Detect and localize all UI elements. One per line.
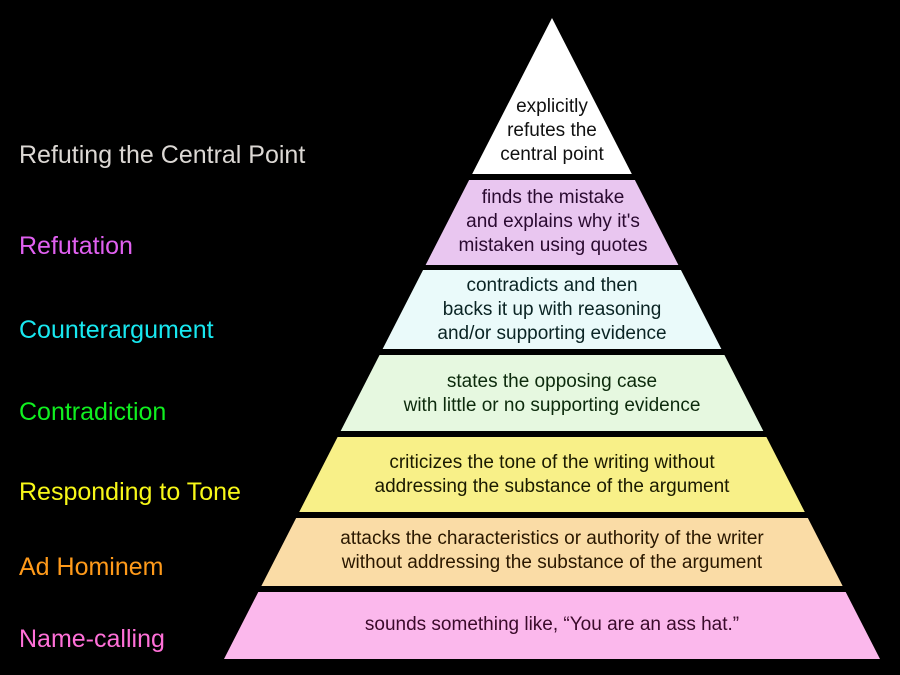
pyramid-band-counterargument — [382, 270, 722, 349]
description-line: addressing the substance of the argument — [374, 476, 730, 497]
level-label-refutation: Refutation — [19, 232, 133, 260]
pyramid-band-refutation — [425, 180, 679, 265]
level-label-refuting-central-point: Refuting the Central Point — [19, 141, 306, 169]
description-line: explicitly — [516, 96, 588, 117]
description-line: and explains why it's — [466, 211, 640, 232]
description-line: without addressing the substance of the … — [341, 552, 763, 573]
band-description-refutation: finds the mistake and explains why it's … — [458, 186, 647, 258]
band-description-contradiction: states the opposing case with little or … — [404, 370, 701, 418]
band-description-counterargument: contradicts and then backs it up with re… — [437, 274, 666, 346]
pyramid-band-name-calling — [224, 592, 880, 659]
description-line: with little or no supporting evidence — [403, 395, 701, 416]
level-label-responding-to-tone: Responding to Tone — [19, 478, 241, 506]
description-line: mistaken using quotes — [458, 235, 648, 256]
pyramid-band-responding-to-tone — [299, 437, 805, 512]
description-line: criticizes the tone of the writing witho… — [389, 452, 715, 473]
pyramid-band-refuting-central-point — [472, 18, 632, 174]
level-label-ad-hominem: Ad Hominem — [19, 553, 164, 581]
description-line: backs it up with reasoning — [442, 299, 662, 320]
description-line: states the opposing case — [446, 371, 658, 392]
level-label-counterargument: Counterargument — [19, 316, 214, 344]
pyramid-band-ad-hominem — [261, 518, 843, 586]
description-line: attacks the characteristics or authority… — [340, 528, 764, 549]
level-label-name-calling: Name-calling — [19, 625, 165, 653]
description-line: and/or supporting evidence — [437, 323, 667, 344]
description-line: finds the mistake — [481, 187, 625, 208]
band-description-ad-hominem: attacks the characteristics or authority… — [340, 527, 763, 575]
pyramid-band-contradiction — [340, 355, 764, 431]
band-description-refuting-central-point: explicitly refutes the central point — [500, 95, 604, 167]
description-line: sounds something like, “You are an ass h… — [364, 614, 740, 635]
level-label-contradiction: Contradiction — [19, 398, 167, 426]
description-line: refutes the — [507, 120, 597, 141]
description-line: central point — [500, 144, 604, 165]
band-description-responding-to-tone: criticizes the tone of the writing witho… — [375, 451, 730, 499]
band-description-name-calling: sounds something like, “You are an ass h… — [365, 613, 739, 637]
description-line: contradicts and then — [466, 275, 638, 296]
